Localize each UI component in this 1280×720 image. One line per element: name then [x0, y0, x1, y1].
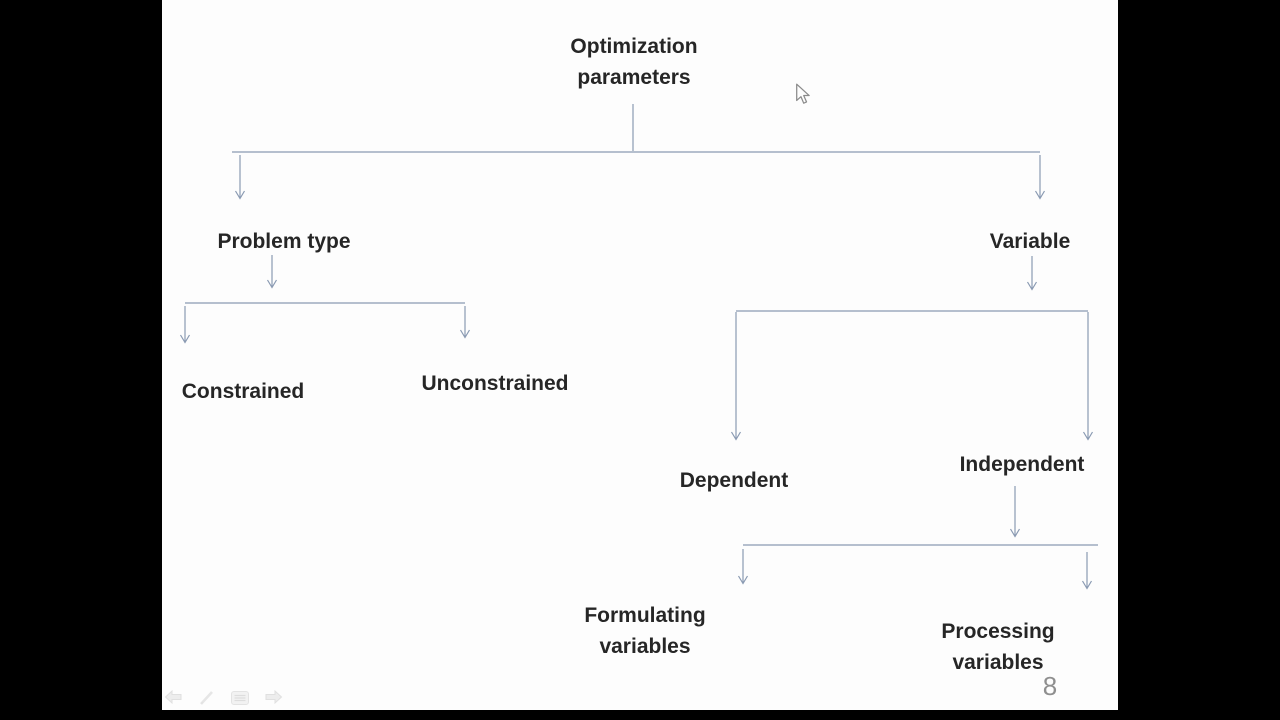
next-slide-icon[interactable] [263, 689, 283, 707]
previous-slide-icon[interactable] [164, 689, 184, 707]
tree-connectors [179, 104, 1098, 590]
node-variable: Variable [989, 230, 1071, 253]
node-problem-type: Problem type [217, 230, 351, 253]
slide-page-number: 8 [1042, 671, 1058, 701]
slide-menu-icon[interactable] [230, 689, 250, 707]
node-dependent: Dependent [679, 469, 789, 492]
node-formulating-variables: Formulating variables [584, 604, 706, 658]
mouse-cursor [795, 83, 811, 111]
node-independent: Independent [959, 453, 1085, 476]
pen-tools-icon[interactable] [197, 689, 217, 707]
node-unconstrained: Unconstrained [421, 372, 569, 395]
node-constrained: Constrained [181, 380, 305, 403]
presenter-toolbar [164, 688, 283, 708]
node-processing-variables: Processing variables [941, 620, 1055, 674]
slide-canvas: Optimization parameters Problem type Var… [162, 0, 1118, 710]
node-optimization-parameters: Optimization parameters [570, 35, 698, 89]
